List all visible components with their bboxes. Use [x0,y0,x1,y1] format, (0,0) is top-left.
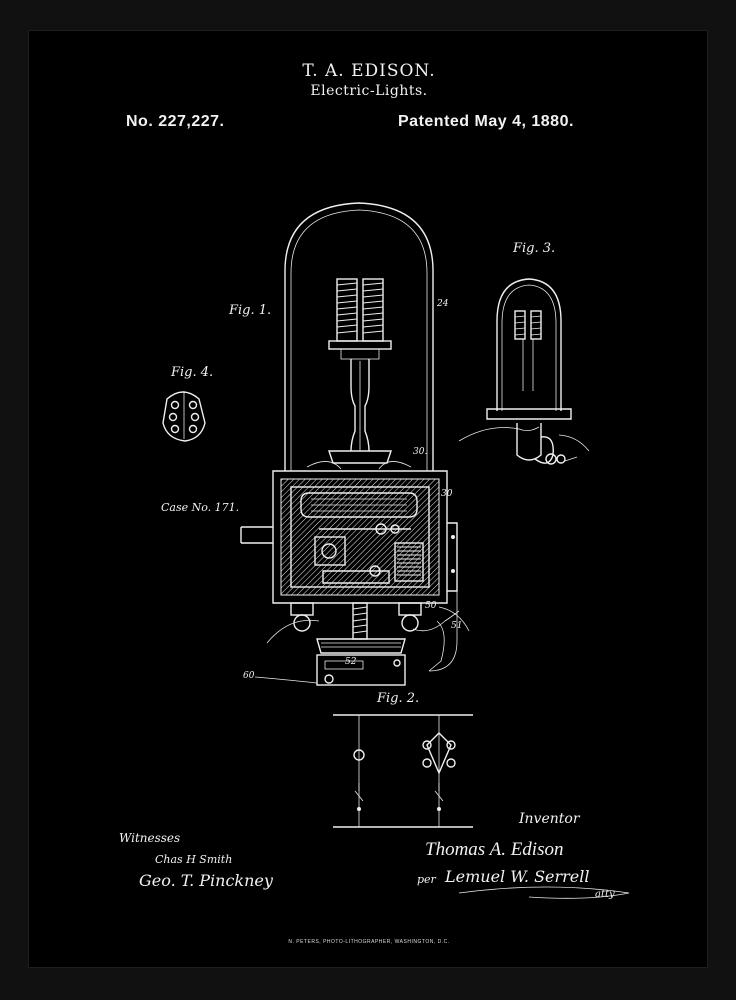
ref-number-52: 52 [345,657,357,667]
fig1-label: Fig. 1. [229,303,272,318]
patent-date: Patented May 4, 1880. [398,113,574,130]
invention-title: Electric-Lights. [310,83,428,99]
attorney-suffix: atty [595,889,615,900]
case-label: Case No. 171. [161,501,240,514]
witness-signature-2: Geo. T. Pinckney [139,871,273,890]
ref-number-50: 50 [425,601,437,611]
ref-number-30: 30 [441,489,453,499]
printer-credit: N. PETERS, PHOTO-LITHOGRAPHER, WASHINGTO… [288,939,450,945]
fig3-drawing [458,278,590,465]
attorney-prefix: per [417,873,436,886]
inventor-label: Inventor [519,811,580,827]
ref-number-24: 24 [437,299,449,309]
ref-number-60: 60 [243,671,255,681]
patent-drawing [162,202,630,899]
inventor-signature: Thomas A. Edison [425,839,564,860]
fig4-drawing [162,391,206,442]
witnesses-label: Witnesses [119,831,181,845]
fig4-label: Fig. 4. [171,365,214,380]
fig2-label: Fig. 2. [377,691,420,706]
fig1-drawing [240,202,470,686]
fig2-drawing [333,714,473,828]
attorney-signature: Lemuel W. Serrell [445,867,590,886]
inventor-title: T. A. EDISON. [302,61,436,81]
witness-signature-1: Chas H Smith [155,853,233,866]
carbon-coils [336,278,384,342]
patent-sheet: T. A. EDISON. Electric-Lights. No. 227,2… [28,30,708,968]
fig3-label: Fig. 3. [513,241,556,256]
ref-number-51: 51 [451,621,463,631]
ref-number-30b: 30. [413,447,428,457]
patent-number: No. 227,227. [126,113,225,130]
